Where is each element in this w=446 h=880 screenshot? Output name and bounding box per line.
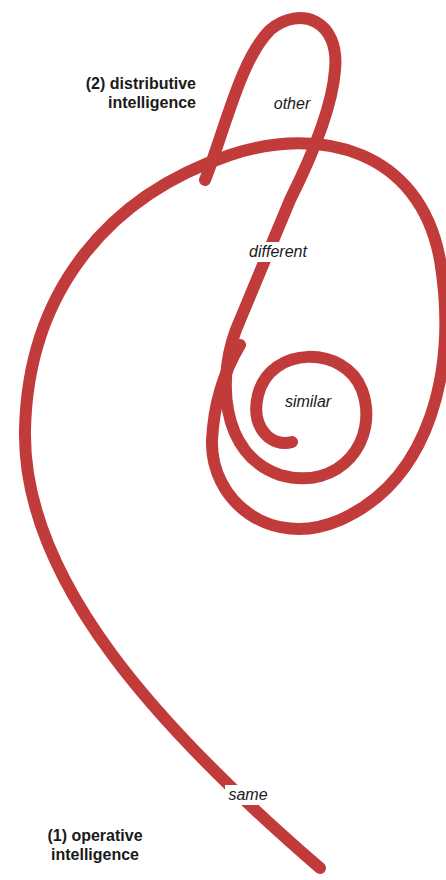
region-tag: different	[246, 242, 310, 261]
outer-curve	[25, 143, 445, 868]
inner-curve	[205, 18, 366, 478]
stage-heading: (1) operative intelligence	[15, 826, 175, 864]
region-tag: similar	[282, 392, 334, 411]
region-tag: same	[225, 785, 270, 804]
region-tag: other	[271, 94, 313, 113]
stage-heading: (2) distributive intelligence	[26, 74, 196, 112]
